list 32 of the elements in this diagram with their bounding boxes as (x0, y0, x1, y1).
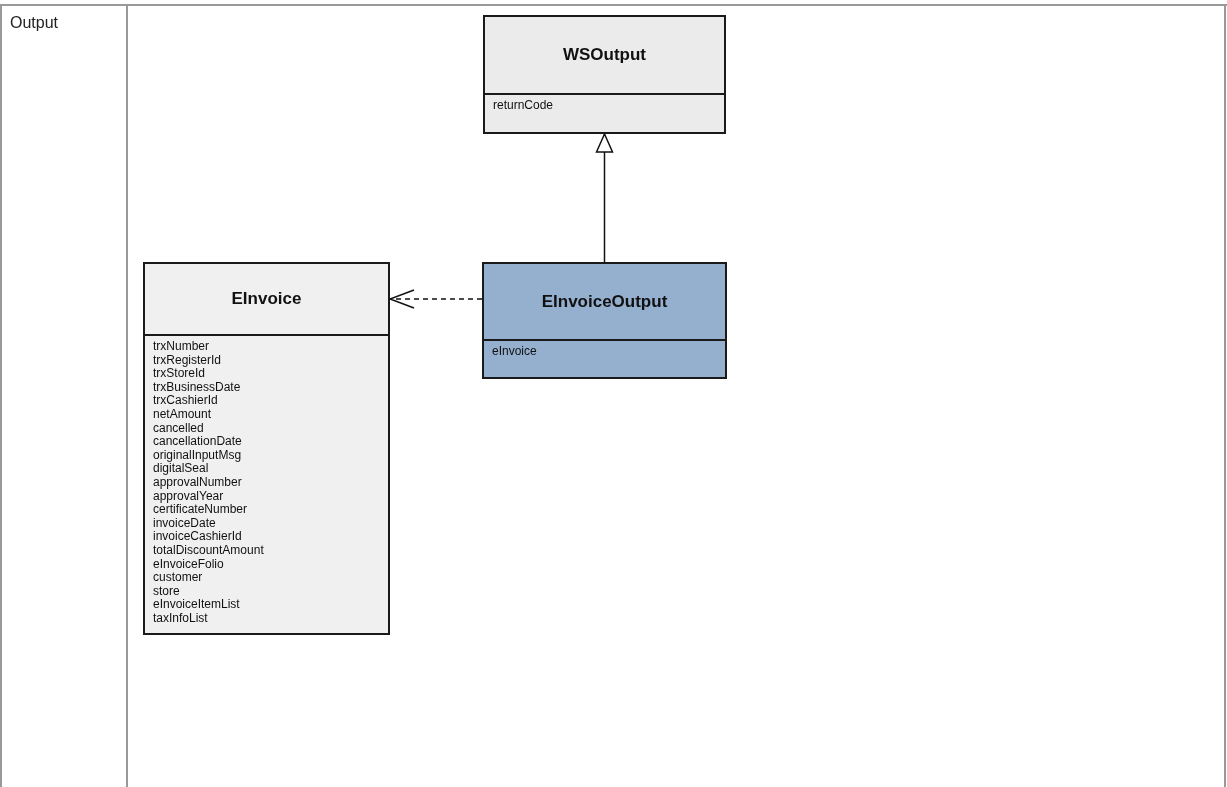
row-label: Output (10, 14, 59, 32)
attribute-name: store (153, 584, 181, 599)
class-box (143, 262, 390, 635)
attribute-name: invoiceCashierId (153, 530, 243, 544)
attribute-name: taxInfoList (153, 611, 209, 626)
attribute-name: trxCashierId (153, 394, 219, 408)
inheritance-arrow (595, 133, 614, 263)
attribute-name: cancellationDate (153, 435, 243, 449)
class-box (482, 262, 727, 379)
attribute-name: netAmount (153, 407, 213, 422)
dependency-arrow (389, 289, 483, 309)
attribute-name: trxRegisterId (153, 353, 223, 368)
attribute-name: approvalNumber (153, 475, 243, 490)
attribute-name: eInvoice (492, 345, 538, 359)
attribute-name: customer (153, 571, 204, 585)
attribute-name: approvalYear (153, 489, 224, 504)
attribute-name: cancelled (153, 421, 205, 436)
attribute-name: trxNumber (153, 340, 210, 354)
class-name: WSOutput (562, 45, 647, 65)
attribute-name: originalInputMsg (153, 448, 243, 463)
attribute-name: eInvoiceItemList (153, 598, 241, 612)
attribute-name: returnCode (493, 99, 555, 113)
attribute-name: trxBusinessDate (153, 380, 242, 395)
attribute-name: trxStoreId (153, 367, 206, 381)
class-box (483, 15, 726, 134)
attribute-name: invoiceDate (153, 516, 217, 531)
attribute-name: totalDiscountAmount (153, 543, 265, 558)
attribute-name: digitalSeal (153, 462, 209, 476)
class-name: EInvoiceOutput (541, 291, 668, 312)
attribute-name: certificateNumber (153, 503, 249, 517)
attribute-name: eInvoiceFolio (153, 557, 225, 572)
class-name: EInvoice (231, 289, 302, 309)
